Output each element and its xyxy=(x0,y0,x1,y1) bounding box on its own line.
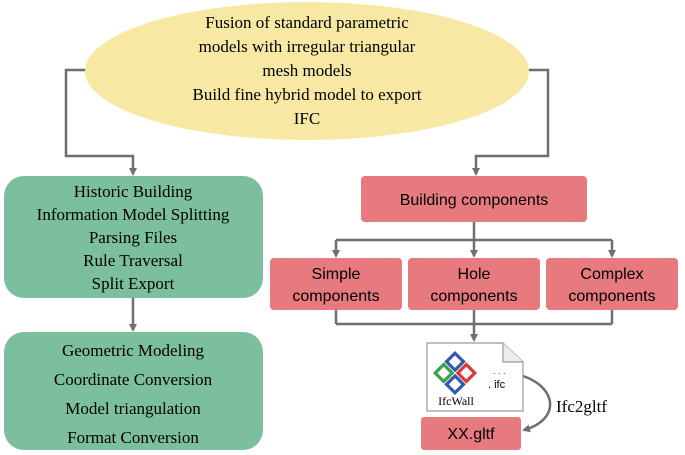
ifc-file-extension: . ifc xyxy=(488,379,506,391)
connector-top-left xyxy=(64,68,137,176)
top-line-1: Fusion of standard parametric xyxy=(205,13,409,32)
splitting-box xyxy=(4,176,263,298)
connector-top-right xyxy=(472,68,550,176)
top-line-2: models with irregular triangular xyxy=(199,37,416,56)
simple-line-1: Simple xyxy=(312,266,361,283)
splitting-line-2: Information Model Splitting xyxy=(37,205,230,224)
top-line-5: IFC xyxy=(294,109,320,128)
modeling-line-4: Format Conversion xyxy=(67,428,199,447)
ifc-logo-label: IfcWall xyxy=(438,394,474,408)
connector-conversion-curve xyxy=(522,374,552,433)
file-page-fold xyxy=(502,343,523,363)
splitting-line-3: Parsing Files xyxy=(89,228,177,247)
modeling-box-text: Geometric Modeling Coordinate Conversion… xyxy=(54,341,213,447)
component-box-text: Simple components Hole components Comple… xyxy=(292,266,655,305)
modeling-box xyxy=(4,332,263,450)
top-line-4: Build fine hybrid model to export xyxy=(193,85,422,104)
splitting-line-4: Rule Traversal xyxy=(83,251,183,270)
connector-lines xyxy=(64,68,616,433)
building-components-label: Building components xyxy=(400,192,549,209)
simple-components-box xyxy=(270,258,402,310)
complex-components-box xyxy=(546,258,678,310)
modeling-line-2: Coordinate Conversion xyxy=(54,370,213,389)
splitting-line-5: Split Export xyxy=(92,274,175,293)
splitting-box-text: Historic Building Information Model Spli… xyxy=(37,182,230,293)
hole-components-box xyxy=(408,258,540,310)
ifc-file-dots: . . . xyxy=(493,366,506,376)
complex-line-2: components xyxy=(568,288,655,305)
ifc-logo xyxy=(432,350,478,396)
building-components-box xyxy=(361,176,587,222)
complex-line-1: Complex xyxy=(580,266,643,283)
hole-line-1: Hole xyxy=(458,266,491,283)
simple-line-2: components xyxy=(292,288,379,305)
splitting-line-1: Historic Building xyxy=(74,182,193,201)
ifc-file-icon: IfcWall . . . . ifc xyxy=(426,342,524,412)
top-ellipse-text: Fusion of standard parametric models wit… xyxy=(193,13,422,128)
top-ellipse xyxy=(85,2,529,140)
top-line-3: mesh models xyxy=(262,61,351,80)
output-label: XX.gltf xyxy=(447,426,495,443)
output-box xyxy=(421,417,521,450)
modeling-line-1: Geometric Modeling xyxy=(62,341,205,360)
conversion-label: Ifc2gltf xyxy=(556,397,607,416)
modeling-line-3: Model triangulation xyxy=(65,399,201,418)
hole-line-2: components xyxy=(430,288,517,305)
file-page xyxy=(426,342,524,412)
